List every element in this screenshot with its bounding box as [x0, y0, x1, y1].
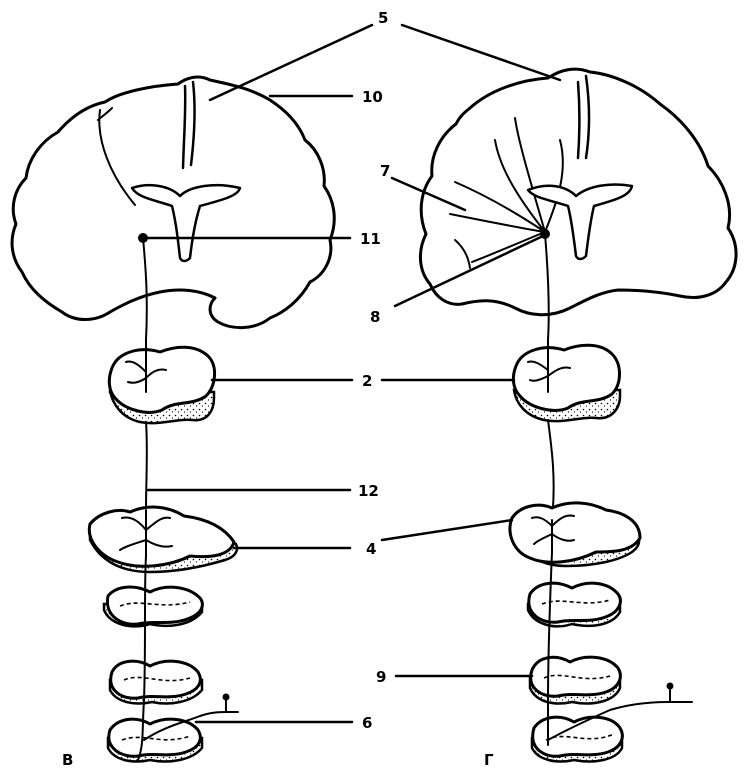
leader-5-left — [210, 25, 372, 100]
right-longitudinal-fissure — [578, 82, 580, 158]
label-7: 7 — [380, 162, 390, 180]
left-spinal-column — [89, 340, 238, 762]
left-segment-4 — [89, 507, 234, 566]
label-9: 9 — [376, 668, 386, 686]
label-6: 6 — [362, 714, 372, 732]
left-axon-12 — [146, 422, 147, 510]
leader-5-right — [402, 25, 560, 80]
panel-label-left: В — [62, 751, 73, 769]
label-5: 5 — [378, 9, 388, 27]
right-axon — [548, 420, 554, 520]
label-2: 2 — [362, 372, 372, 390]
label-12: 12 — [358, 482, 379, 500]
right-nerve-ending — [667, 683, 674, 690]
right-spinal-column — [510, 340, 692, 762]
left-brain-section — [12, 77, 334, 388]
panel-label-right: Г — [484, 751, 494, 769]
label-8: 8 — [370, 308, 380, 326]
right-brain-section — [420, 69, 736, 388]
leader-4-right — [382, 520, 512, 540]
label-10: 10 — [362, 88, 383, 106]
label-4: 4 — [366, 540, 376, 558]
right-segment-a — [529, 583, 621, 622]
left-nerve-ending — [223, 694, 230, 701]
label-11: 11 — [360, 230, 381, 248]
